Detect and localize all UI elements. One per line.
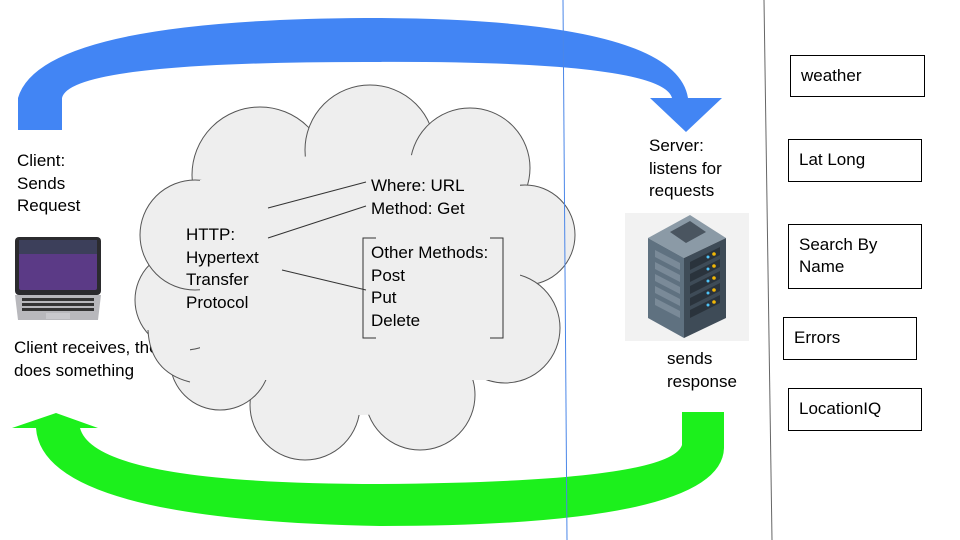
laptop-image [15,237,101,320]
connector-method [267,205,367,239]
other-methods-label: Other Methods: Post Put Delete [371,243,489,330]
http-label: HTTP: Hypertext Transfer Protocol [186,225,259,312]
other-methods-bracket-left [362,237,376,339]
server-sends-label: sends response [667,349,737,391]
method-label: Method: Get [371,199,465,218]
sidebar-item-lat-long: Lat Long [788,139,922,182]
divider-blue [562,0,568,540]
sidebar-item-search-by-name: Search By Name [788,224,922,289]
response-arrow [12,412,724,526]
sidebar-item-locationiq: LocationIQ [788,388,922,431]
where-label: Where: URL [371,176,465,195]
request-arrow [18,18,722,132]
divider-gray [763,0,773,540]
connector-other [281,269,367,291]
other-methods-bracket-right [490,237,504,339]
connector-where [267,181,367,209]
server-listens-label: Server: listens for requests [649,136,722,200]
sidebar-item-errors: Errors [783,317,917,360]
client-sends-label: Client: Sends Request [17,151,81,215]
sidebar-item-weather: weather [790,55,925,97]
server-image [625,213,749,341]
